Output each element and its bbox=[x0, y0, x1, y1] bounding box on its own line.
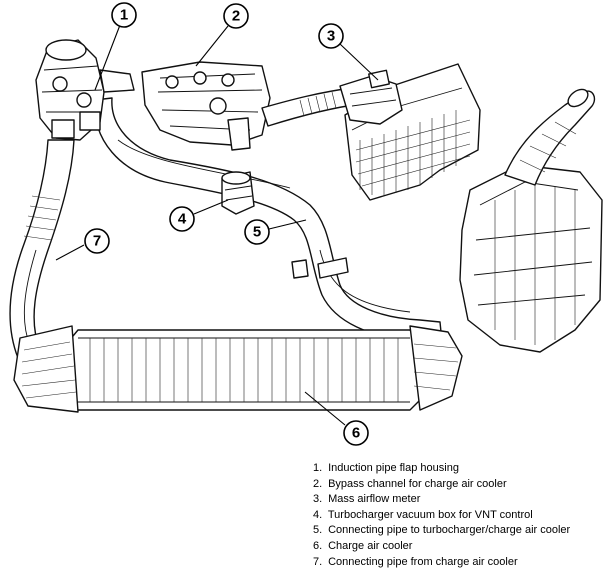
svg-text:4: 4 bbox=[178, 211, 187, 228]
leader-line-2 bbox=[195, 25, 229, 67]
legend-label: Charge air cooler bbox=[328, 539, 413, 552]
svg-text:6: 6 bbox=[352, 425, 360, 442]
leader-lines bbox=[55, 24, 379, 426]
legend-item: 4. Turbocharger vacuum box for VNT contr… bbox=[313, 508, 570, 524]
callout-2: 2 bbox=[223, 3, 249, 29]
legend-item: 7. Connecting pipe from charge air coole… bbox=[313, 555, 570, 570]
callout-4: 4 bbox=[169, 206, 195, 232]
leader-line-1 bbox=[94, 24, 121, 91]
legend-item: 5. Connecting pipe to turbocharger/charg… bbox=[313, 523, 570, 539]
legend: 1. Induction pipe flap housing 2. Bypass… bbox=[313, 461, 570, 570]
air-intake-resonator bbox=[459, 88, 603, 353]
legend-item: 6. Charge air cooler bbox=[313, 539, 570, 555]
connecting-pipe-from-cooler bbox=[9, 139, 75, 359]
mass-airflow-meter bbox=[339, 69, 403, 125]
legend-number: 7. bbox=[313, 555, 323, 568]
svg-text:1: 1 bbox=[120, 7, 128, 24]
legend-number: 2. bbox=[313, 477, 323, 490]
svg-text:7: 7 bbox=[93, 233, 101, 250]
svg-text:3: 3 bbox=[327, 28, 335, 45]
bypass-channel bbox=[141, 61, 271, 151]
legend-label: Mass airflow meter bbox=[328, 493, 421, 506]
legend-number: 6. bbox=[313, 539, 323, 552]
legend-number: 4. bbox=[313, 508, 323, 521]
callout-1: 1 bbox=[111, 2, 137, 28]
leader-line-3 bbox=[339, 43, 379, 81]
callout-7: 7 bbox=[84, 228, 110, 254]
svg-text:5: 5 bbox=[253, 224, 261, 241]
callout-5: 5 bbox=[244, 219, 270, 245]
leader-line-7 bbox=[55, 244, 85, 261]
legend-number: 1. bbox=[313, 462, 323, 474]
leader-line-6 bbox=[304, 391, 346, 426]
legend-item: 1. Induction pipe flap housing bbox=[313, 461, 570, 477]
legend-item: 2. Bypass channel for charge air cooler bbox=[313, 477, 570, 493]
legend-number: 3. bbox=[313, 493, 323, 506]
callout-3: 3 bbox=[318, 23, 344, 49]
legend-item: 3. Mass airflow meter bbox=[313, 492, 570, 508]
svg-text:2: 2 bbox=[232, 8, 240, 25]
legend-label: Turbocharger vacuum box for VNT control bbox=[327, 508, 533, 521]
induction-pipe-flap-housing bbox=[35, 39, 135, 141]
charge-air-cooler bbox=[13, 325, 463, 413]
legend-label: Connecting pipe from charge air cooler bbox=[328, 555, 518, 568]
legend-label: Connecting pipe to turbocharger/charge a… bbox=[328, 524, 571, 537]
leader-line-4 bbox=[193, 199, 229, 215]
turbo-vacuum-box bbox=[221, 171, 255, 215]
legend-label: Induction pipe flap housing bbox=[328, 462, 459, 474]
legend-label: Bypass channel for charge air cooler bbox=[328, 477, 507, 490]
callout-6: 6 bbox=[343, 420, 369, 446]
legend-number: 5. bbox=[313, 524, 323, 537]
leader-line-5 bbox=[268, 219, 307, 230]
